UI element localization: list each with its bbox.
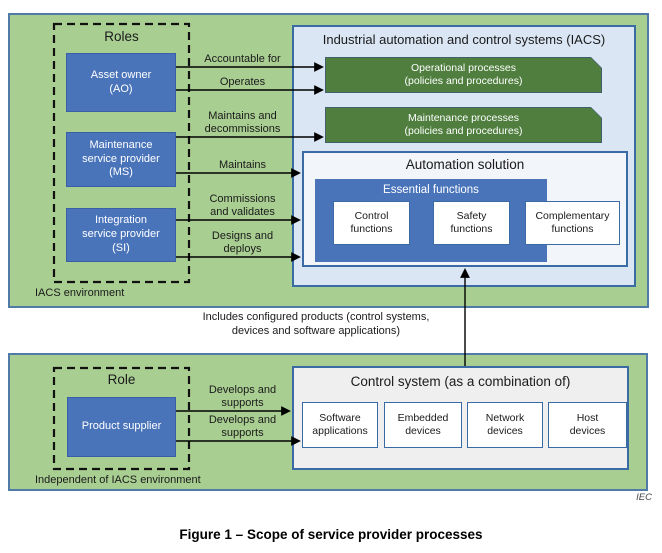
figure-caption: Figure 1 – Scope of service provider pro… xyxy=(179,527,483,542)
host-devices-box: Host devices xyxy=(548,402,627,448)
configured-products-note: Includes configured products (control sy… xyxy=(202,311,430,337)
arrow-label-develops-and-supports-1: Develops and supports xyxy=(208,384,277,409)
arrow-label-operates: Operates xyxy=(219,76,266,88)
complementary-functions-box: Complementary functions xyxy=(525,201,620,245)
arrow-label-maintains-and-decommissions: Maintains and decommissions xyxy=(204,110,281,135)
automation-solution-title: Automation solution xyxy=(405,157,525,172)
safety-functions-box: Safety functions xyxy=(433,201,510,245)
arrow-label-maintains: Maintains xyxy=(218,159,267,171)
roles-group-title: Roles xyxy=(104,29,139,44)
role-box-asset-owner: Asset owner (AO) xyxy=(66,53,176,112)
iec-credit: IEC xyxy=(636,492,652,503)
independent-environment-label: Independent of IACS environment xyxy=(35,474,201,486)
arrow-label-commissions-and-validates: Commissions and validates xyxy=(209,193,276,218)
operational-processes-box: Operational processes (policies and proc… xyxy=(325,57,602,93)
maintenance-processes-box: Maintenance processes (policies and proc… xyxy=(325,107,602,143)
role-box-product-supplier: Product supplier xyxy=(67,397,176,457)
control-functions-box: Control functions xyxy=(333,201,410,245)
role-box-maintenance-service-provider: Maintenance service provider (MS) xyxy=(66,132,176,187)
network-devices-box: Network devices xyxy=(467,402,543,448)
control-system-title: Control system (as a combination of) xyxy=(350,374,571,389)
arrow-label-develops-and-supports-2: Develops and supports xyxy=(208,414,277,439)
operational-processes-label: Operational processes (policies and proc… xyxy=(326,58,601,92)
maintenance-processes-label: Maintenance processes (policies and proc… xyxy=(326,108,601,142)
role-box-integration-service-provider: Integration service provider (SI) xyxy=(66,208,176,262)
essential-functions-title: Essential functions xyxy=(383,184,479,196)
software-applications-box: Software applications xyxy=(302,402,378,448)
embedded-devices-box: Embedded devices xyxy=(384,402,462,448)
arrow-label-designs-and-deploys: Designs and deploys xyxy=(211,230,274,255)
iacs-title: Industrial automation and control system… xyxy=(322,32,606,47)
arrow-label-accountable-for: Accountable for xyxy=(204,53,281,65)
iacs-environment-label: IACS environment xyxy=(35,287,125,299)
role-group-title: Role xyxy=(107,372,136,387)
